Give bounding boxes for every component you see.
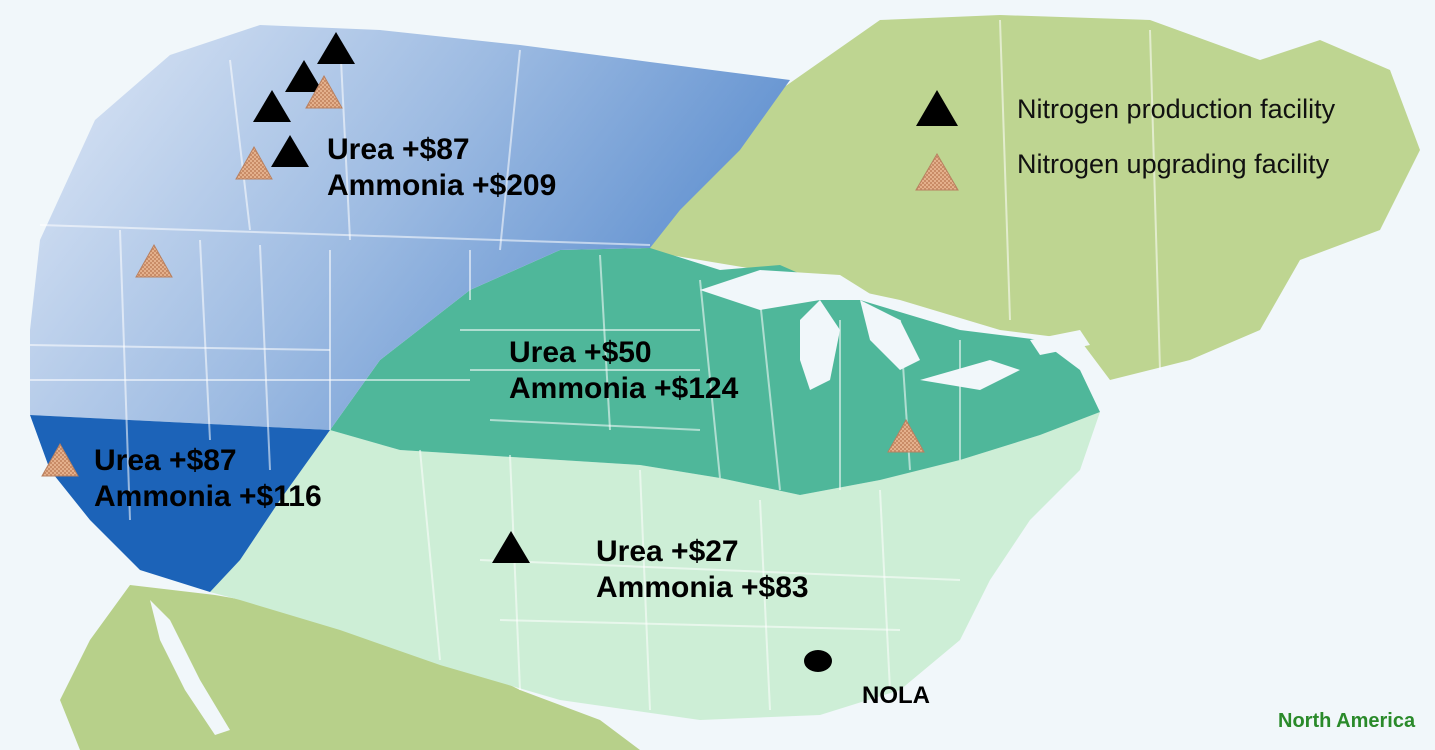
- production-facilities: [253, 32, 530, 563]
- upgrading-facility-icon: [41, 442, 79, 477]
- production-facility-icon: [253, 90, 291, 122]
- state-borders: [29, 19, 1161, 711]
- upgrading-facility-icon: [135, 243, 173, 278]
- canada-east-land: [640, 15, 1420, 380]
- production-facility-icon: [271, 135, 309, 167]
- upgrading-facility-icon: [887, 418, 925, 453]
- midwest-region-label: Urea +$50 Ammonia +$124: [509, 335, 738, 407]
- north-urea-text: Urea +$87: [327, 133, 470, 166]
- upgrading-facilities: [41, 74, 925, 477]
- upgrading-facility-icon: [305, 74, 343, 109]
- legend-production-icon: [916, 90, 958, 126]
- midwest-ammonia-text: Ammonia +$124: [509, 372, 739, 405]
- legend-production-label: Nitrogen production facility: [1017, 94, 1336, 124]
- south-ammonia-text: Ammonia +$83: [596, 571, 809, 604]
- production-facility-icon: [317, 32, 355, 64]
- production-facility-icon: [285, 60, 323, 92]
- south-zone: [210, 412, 1100, 720]
- midwest-urea-text: Urea +$50: [509, 336, 652, 369]
- south-urea-text: Urea +$27: [596, 535, 739, 568]
- nola-dot-icon: [804, 650, 832, 672]
- north-zone: [30, 25, 790, 430]
- west-urea-text: Urea +$87: [94, 444, 237, 477]
- gulf-of-california: [150, 600, 230, 735]
- west-region-label: Urea +$87 Ammonia +$116: [94, 443, 322, 515]
- great-lakes: [700, 270, 1090, 390]
- upgrading-facility-icon: [235, 145, 273, 180]
- north-region-label: Urea +$87 Ammonia +$209: [327, 132, 556, 204]
- footer-region-label: North America: [1278, 710, 1416, 732]
- north-ammonia-text: Ammonia +$209: [327, 169, 557, 202]
- legend-upgrading-icon: [915, 153, 959, 191]
- west-zone: [30, 415, 330, 592]
- production-facility-icon: [492, 531, 530, 563]
- nola-label: NOLA: [862, 682, 930, 709]
- legend-upgrading-label: Nitrogen upgrading facility: [1017, 149, 1330, 179]
- west-ammonia-text: Ammonia +$116: [94, 480, 322, 513]
- south-region-label: Urea +$27 Ammonia +$83: [596, 534, 809, 606]
